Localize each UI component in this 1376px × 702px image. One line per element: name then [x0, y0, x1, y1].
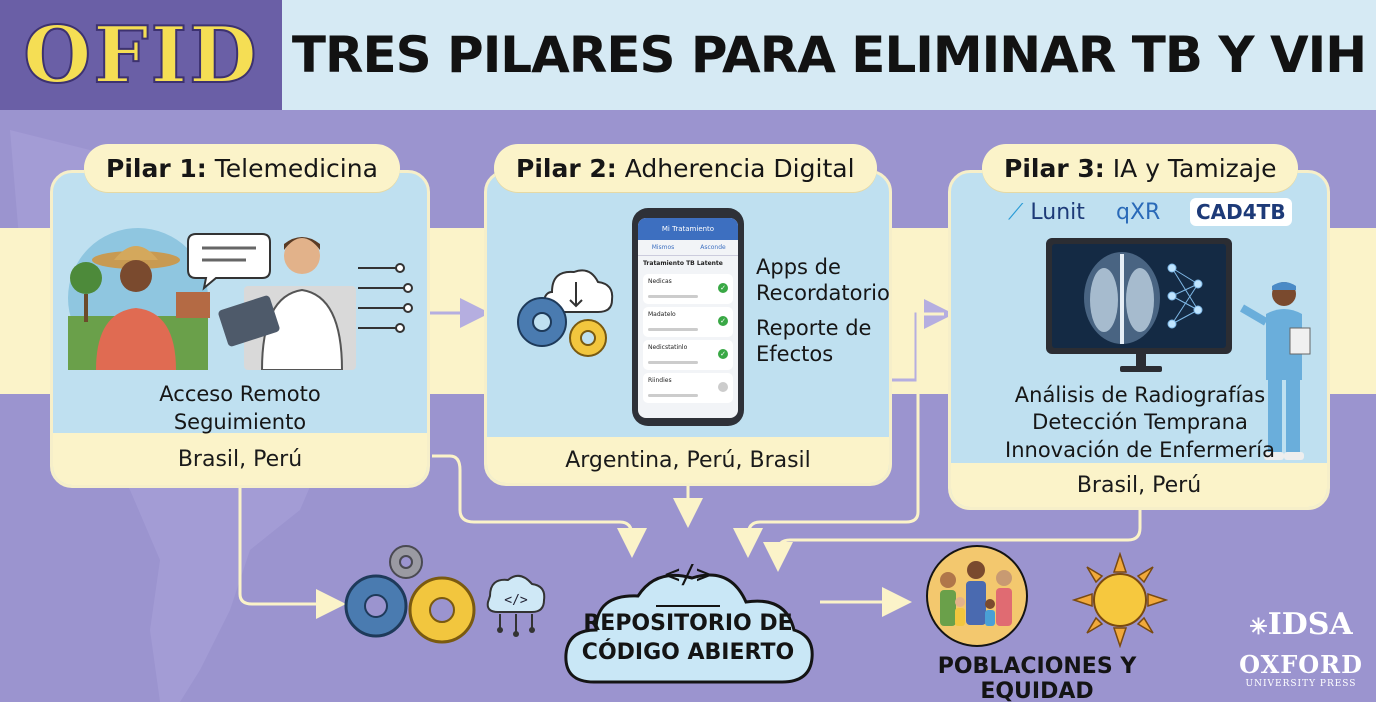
- phone-subtitle: Tratamiento TB Latente: [643, 260, 723, 267]
- xray-screen: [1052, 244, 1226, 348]
- lunit-logo: ⟋ Lunit: [1008, 200, 1085, 225]
- network-icon: [358, 263, 413, 333]
- pillar3-countries-strip: Brasil, Perú: [951, 463, 1327, 507]
- neural-network-icon: [1167, 263, 1203, 329]
- pillar1-label-bold: Pilar 1:: [106, 153, 207, 183]
- lunit-mark-icon: ⟋: [1008, 200, 1024, 225]
- pillar1-label: Pilar 1: Telemedicina: [84, 144, 400, 192]
- repository-line1: REPOSITORIO DE: [583, 611, 793, 636]
- phone-item-line: [648, 394, 698, 397]
- pillar1-line1: Acceso Remoto: [159, 382, 321, 406]
- family-icon: [926, 545, 1028, 647]
- phone-item-label: Madatelo: [648, 311, 676, 318]
- cad4tb-text: CAD4TB: [1196, 200, 1286, 224]
- lunit-text: Lunit: [1030, 200, 1085, 225]
- phone-item-line: [648, 361, 698, 364]
- arrow-pillar3b-to-repo: [763, 508, 1142, 572]
- cloud-gears-icon: [517, 269, 614, 357]
- gear-icon: [389, 545, 423, 579]
- gear-icon: [569, 319, 607, 357]
- phone-list-item: Madatelo ✓: [643, 307, 733, 337]
- pillar2-line2: Recordatorio: [756, 281, 890, 306]
- pillar2-label-bold: Pilar 2:: [516, 153, 617, 183]
- svg-text:</>: </>: [504, 593, 528, 608]
- check-icon: ✓: [718, 349, 728, 359]
- phone-tab-2: Asconde: [700, 244, 726, 251]
- phone-item-label: Nedicas: [648, 278, 672, 285]
- poblaciones-label: POBLACIONES Y EQUIDAD: [937, 654, 1137, 702]
- idsa-text: IDSA: [1267, 607, 1353, 642]
- phone-item-label: Riindies: [648, 377, 672, 384]
- pillar1-countries-strip: Brasil, Perú: [53, 433, 427, 485]
- ofid-logo-text: OFID: [22, 9, 259, 102]
- telemedicine-illustration: [68, 228, 413, 370]
- pillar2-label-rest: Adherencia Digital: [624, 153, 855, 183]
- pillar1-label-rest: Telemedicina: [214, 153, 378, 183]
- pillar2-line3: Reporte de: [756, 315, 872, 340]
- monitor-stand-icon: [1120, 354, 1162, 372]
- phone-item-line: [648, 295, 698, 298]
- ofid-logo: OFID: [0, 0, 282, 110]
- chest-xray-icon: [1084, 252, 1203, 344]
- pillar3-label: Pilar 3: IA y Tamizaje: [982, 144, 1299, 192]
- pending-circle-icon: [718, 382, 728, 392]
- pillar1-text: Acceso Remoto Seguimiento: [100, 380, 380, 437]
- pillar2-countries-strip: Argentina, Perú, Brasil: [487, 437, 889, 483]
- phone-app-title: Mi Tratamiento: [638, 218, 738, 240]
- arrow-pillar1-to-repo: [432, 454, 647, 558]
- pillar1-countries: Brasil, Perú: [177, 446, 303, 472]
- repository-line2: CÓDIGO ABIERTO: [581, 639, 795, 665]
- publisher-logos: ✳IDSA OXFORD UNIVERSITY PRESS: [1236, 610, 1366, 690]
- gear-icon: [344, 574, 408, 638]
- repository-cloud-icon: [564, 573, 814, 684]
- pillar3-line2: Detección Temprana: [1032, 410, 1248, 435]
- pillar2-countries: Argentina, Perú, Brasil: [565, 447, 811, 473]
- phone-item-label: Nedicstatinlo: [648, 344, 688, 351]
- page-title: TRES PILARES PARA ELIMINAR TB Y VIH: [291, 26, 1367, 84]
- pillar2-label: Pilar 2: Adherencia Digital: [494, 144, 877, 192]
- oxford-press-text: UNIVERSITY PRESS: [1245, 679, 1357, 689]
- arrow-pillar3-to-repo: [733, 312, 944, 558]
- pillar3-countries: Brasil, Perú: [1076, 472, 1202, 498]
- idsa-star-icon: ✳: [1249, 614, 1268, 640]
- xray-monitor: [1046, 238, 1232, 354]
- check-icon: ✓: [718, 283, 728, 293]
- qxr-logo: qXR: [1116, 200, 1160, 225]
- phone-screen: Mi Tratamiento Mismos Asconde Tratamient…: [638, 218, 738, 418]
- gear-icon: [517, 297, 567, 347]
- phone-tabs: Mismos Asconde: [638, 240, 738, 256]
- arrow-pillar1-to-gears: [238, 486, 346, 619]
- pillar3-text: Análisis de Radiografías Detección Tempr…: [1002, 382, 1278, 464]
- gear-icon: [408, 576, 476, 644]
- qxr-text: qXR: [1116, 200, 1161, 225]
- phone-list-item: Nedicstatinlo ✓: [643, 340, 733, 370]
- pillar3-line1: Análisis de Radiografías: [1014, 383, 1266, 407]
- idsa-logo: ✳IDSA: [1236, 610, 1366, 640]
- check-icon: ✓: [718, 316, 728, 326]
- repository-title: REPOSITORIO DE CÓDIGO ABIERTO: [560, 610, 816, 667]
- cad4tb-logo: CAD4TB: [1190, 198, 1292, 226]
- phone-item-line: [648, 328, 698, 331]
- phone-list-item: Nedicas ✓: [643, 274, 733, 304]
- page-title-bar: TRES PILARES PARA ELIMINAR TB Y VIH: [282, 0, 1376, 110]
- treatment-app-phone: Mi Tratamiento Mismos Asconde Tratamient…: [632, 208, 744, 426]
- code-cloud-icon: </>: [486, 574, 546, 637]
- arrow-pillar2-to-pillar3: [890, 299, 954, 382]
- pillar3-label-bold: Pilar 3:: [1004, 153, 1105, 183]
- pillar1-line2: Seguimiento: [173, 410, 307, 435]
- pillar2-line4: Efectos: [756, 341, 834, 366]
- pillar3-line3: Innovación de Enfermería: [1005, 437, 1275, 462]
- repository-code-glyph: </>: [664, 560, 712, 590]
- pillar2-line1: Apps de: [756, 255, 841, 279]
- pillar3-label-rest: IA y Tamizaje: [1112, 153, 1277, 183]
- nurse-icon: [1239, 282, 1311, 460]
- phone-tab-1: Mismos: [651, 244, 675, 251]
- gears-code-icon: </>: [344, 545, 546, 644]
- oxford-text: OXFORD: [1239, 650, 1363, 679]
- phone-list-item: Riindies: [643, 373, 733, 403]
- pillar2-text: Apps de Recordatorio Reporte de Efectos: [756, 254, 890, 367]
- sun-icon: [1072, 552, 1168, 648]
